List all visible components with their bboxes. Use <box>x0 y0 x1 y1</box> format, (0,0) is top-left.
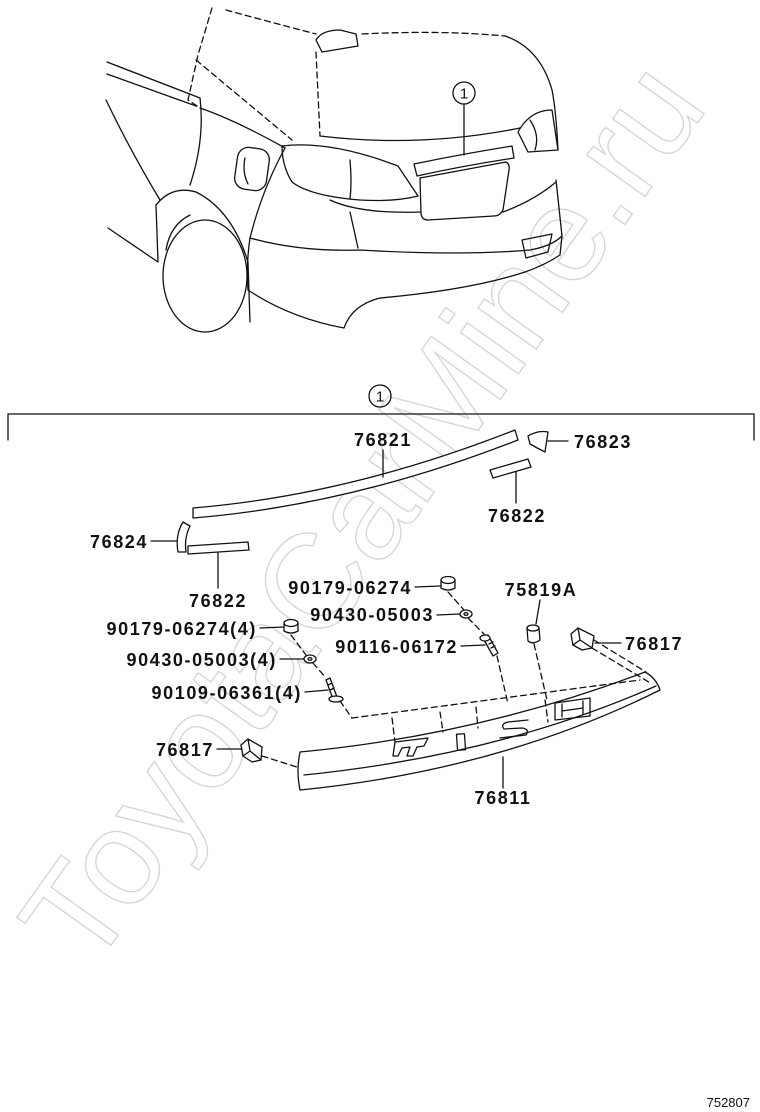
part-label-76817-left: 76817 <box>156 740 214 760</box>
tail-lamp-right <box>517 109 559 153</box>
part-label-75819A: 75819A <box>505 580 578 600</box>
emblem-h <box>554 697 591 721</box>
rear-reflector <box>521 233 553 259</box>
vehicle-illustration <box>105 7 563 333</box>
side-rocker-line <box>107 227 159 263</box>
roof-line <box>225 9 317 35</box>
leader-lines <box>150 440 622 789</box>
washer-90430-05003-x4 <box>303 654 317 664</box>
stud-90109-06361-x4 <box>325 677 344 703</box>
side-door-edge <box>105 99 161 201</box>
part-label-76822-right: 76822 <box>488 506 546 526</box>
part-label-90430-05003: 90430-05003 <box>310 605 434 625</box>
part-label-90179-06274: 90179-06274 <box>288 578 412 598</box>
fuel-door <box>234 146 270 192</box>
roof-pillar-line <box>187 7 213 109</box>
part-label-90116-06172: 90116-06172 <box>335 637 458 657</box>
c-pillar-line <box>189 97 202 186</box>
hatch-lower-edge-right <box>555 179 563 237</box>
washer-90430-05003 <box>459 609 473 619</box>
emblem-s <box>499 719 529 739</box>
callout-1-bracket: 1 <box>7 384 755 441</box>
side-belt-line <box>106 61 201 99</box>
wheel-arch <box>155 189 251 323</box>
hatch-right-edge <box>504 35 559 151</box>
part-76824 <box>176 521 191 553</box>
part-76821 <box>192 429 519 519</box>
part-76822-left <box>187 541 250 555</box>
part-76822-right <box>489 458 532 479</box>
hatch-top-line <box>361 31 506 37</box>
diagram-code: 752807 <box>707 1095 750 1110</box>
rear-window-left-edge <box>315 51 321 137</box>
back-door-garnish-on-vehicle <box>413 145 515 177</box>
part-label-76821: 76821 <box>354 430 412 450</box>
group-bracket <box>7 413 755 441</box>
part-label-76822-left: 76822 <box>189 591 247 611</box>
part-76811-garnish <box>297 671 661 791</box>
bumper-top <box>249 235 563 254</box>
bumper-left-side <box>246 237 251 291</box>
clip-76817-left <box>240 738 263 763</box>
emblem-w <box>392 737 429 757</box>
clip-76817-right <box>570 627 595 651</box>
part-label-90179-06274-x4: 90179-06274(4) <box>106 619 257 639</box>
callout-number: 1 <box>460 86 468 103</box>
part-label-90430-05003-x4: 90430-05003(4) <box>126 650 277 670</box>
part-label-90109-06361-x4: 90109-06361(4) <box>151 683 302 703</box>
emblem-i <box>455 733 467 751</box>
hatch-bottom-right <box>502 181 557 213</box>
bumper-right-corner <box>524 235 563 273</box>
hidden-clip-line <box>351 679 641 719</box>
part-76823 <box>527 430 549 453</box>
clip-75819A <box>526 624 541 644</box>
side-belt-line-lower <box>106 73 197 107</box>
assembly-lines <box>261 591 653 769</box>
watermark: ToyotaCarMine.ru <box>0 35 733 990</box>
callout-1-vehicle: 1 <box>452 81 476 156</box>
nut-90179-06274 <box>440 575 456 591</box>
hatch-lower-edge-left <box>349 211 359 249</box>
rear-window-bottom <box>319 127 521 142</box>
tail-lamp-left <box>281 144 419 202</box>
fender-edge <box>155 204 159 263</box>
stud-90116-06172 <box>479 634 499 657</box>
quarter-panel-rear <box>249 147 286 239</box>
quarter-window-line <box>195 59 293 141</box>
part-label-76824: 76824 <box>90 532 148 552</box>
part-label-76817-right: 76817 <box>625 634 683 654</box>
rear-spoiler <box>315 29 359 53</box>
bumper-bottom <box>247 271 526 329</box>
part-label-76811: 76811 <box>474 788 531 808</box>
part-label-76823: 76823 <box>574 432 632 452</box>
license-plate-recess <box>419 161 510 221</box>
callout-number: 1 <box>376 389 384 406</box>
wheel-arch-inner <box>165 214 191 251</box>
quarter-panel-line <box>199 107 286 149</box>
nut-90179-06274-x4 <box>283 618 299 634</box>
hatch-bottom-left <box>329 199 421 213</box>
rear-tire <box>162 219 248 333</box>
